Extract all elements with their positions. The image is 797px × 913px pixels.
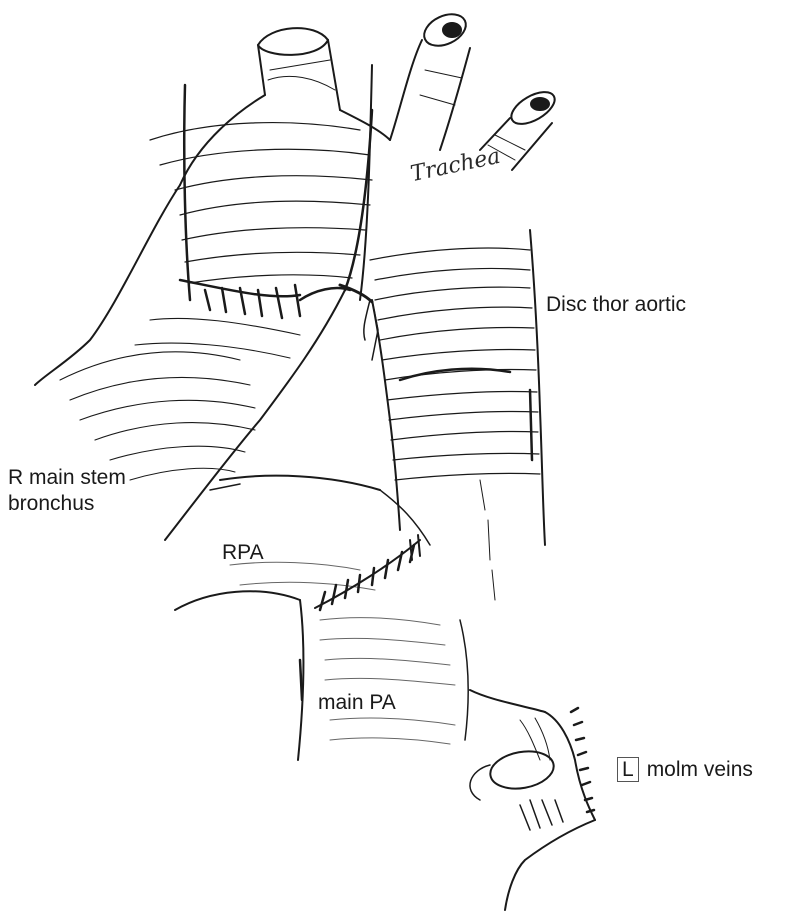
disc-thor-aortic-label: Disc thor aortic: [546, 292, 686, 318]
r-main-stem-line2: bronchus: [8, 491, 126, 517]
descending-aorta-shape: [364, 230, 545, 600]
trachea-body: [150, 85, 390, 318]
left-vessel-stump: [258, 28, 340, 110]
r-main-stem-bronchus-label: R main stem bronchus: [8, 465, 126, 518]
molm-veins-text: molm veins: [647, 758, 753, 781]
l-box: L: [617, 757, 639, 782]
middle-vessel-stump: [390, 8, 471, 150]
pulmonary-artery-shape: [175, 476, 468, 760]
r-main-stem-line1: R main stem: [8, 465, 126, 491]
main-pa-label: main PA: [318, 690, 396, 716]
pulmonary-veins-shape: [470, 690, 595, 910]
rpa-label: RPA: [222, 540, 264, 566]
